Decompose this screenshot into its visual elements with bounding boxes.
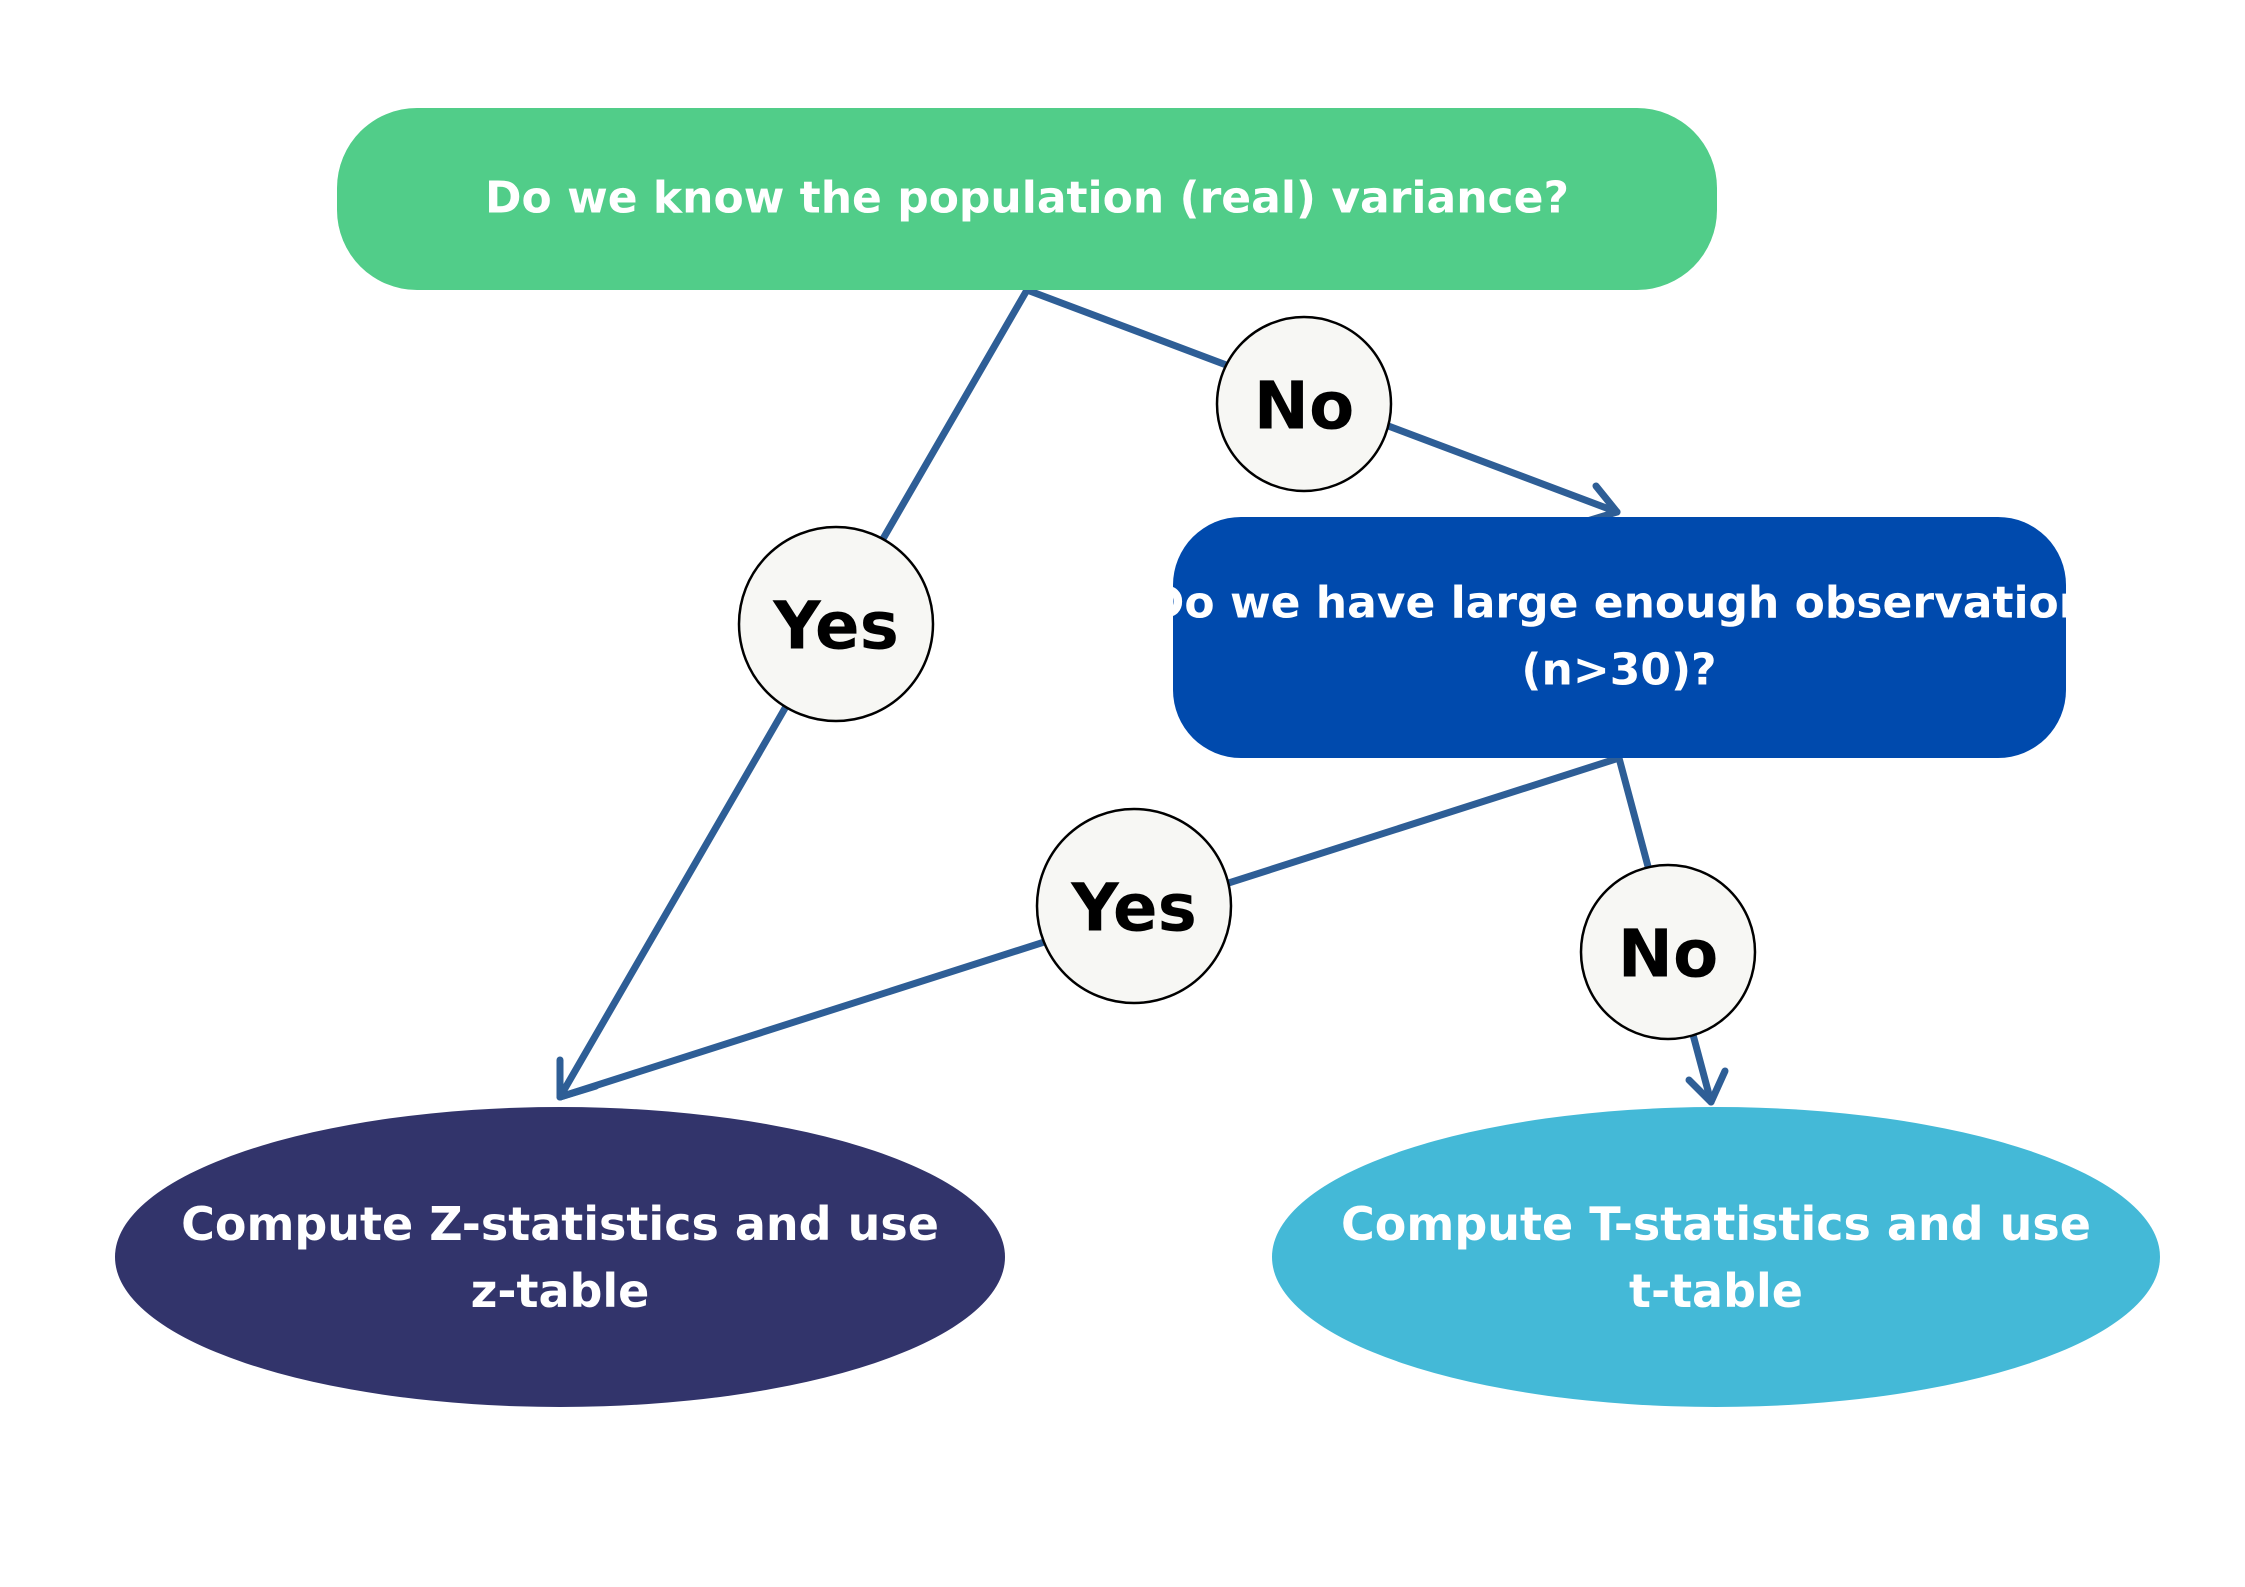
badge-q2-yes-text: Yes (1070, 870, 1197, 947)
result-t-node: Compute T-statistics and use t-table (1272, 1107, 2160, 1407)
question-1-text: Do we know the population (real) varianc… (485, 173, 1569, 224)
badge-q2-no: No (1579, 863, 1757, 1041)
result-t-shape (1272, 1107, 2160, 1407)
question-1-node: Do we know the population (real) varianc… (337, 108, 1717, 290)
result-z-shape (115, 1107, 1005, 1407)
badge-q2-yes: Yes (1035, 807, 1233, 1005)
result-z-text-line-2: z-table (471, 1264, 650, 1318)
question-1-shape (337, 108, 1717, 290)
badge-q2-no-text: No (1618, 916, 1719, 993)
badge-q1-no: No (1215, 315, 1393, 493)
edge-q2-no-arrowhead (1685, 1067, 1729, 1106)
badge-q1-yes-circle (737, 525, 935, 723)
result-z-node: Compute Z-statistics and use z-table (115, 1107, 1005, 1407)
badge-q1-no-circle (1215, 315, 1393, 493)
badge-q1-yes-text: Yes (772, 588, 899, 665)
question-2-node: Do we have large enough observation (n>3… (1148, 517, 2090, 758)
question-2-text-line-1: Do we have large enough observation (1148, 578, 2090, 629)
badge-q1-no-text: No (1254, 368, 1355, 445)
result-t-text-line-1: Compute T-statistics and use (1341, 1197, 2091, 1251)
question-2-text-line-2: (n>30)? (1521, 645, 1716, 696)
badge-q2-yes-circle (1035, 807, 1233, 1005)
result-t-text-line-2: t-table (1629, 1264, 1803, 1318)
badge-q1-yes: Yes (737, 525, 935, 723)
badge-q2-no-circle (1579, 863, 1757, 1041)
result-z-text-line-1: Compute Z-statistics and use (181, 1197, 939, 1251)
question-2-shape (1173, 517, 2066, 758)
